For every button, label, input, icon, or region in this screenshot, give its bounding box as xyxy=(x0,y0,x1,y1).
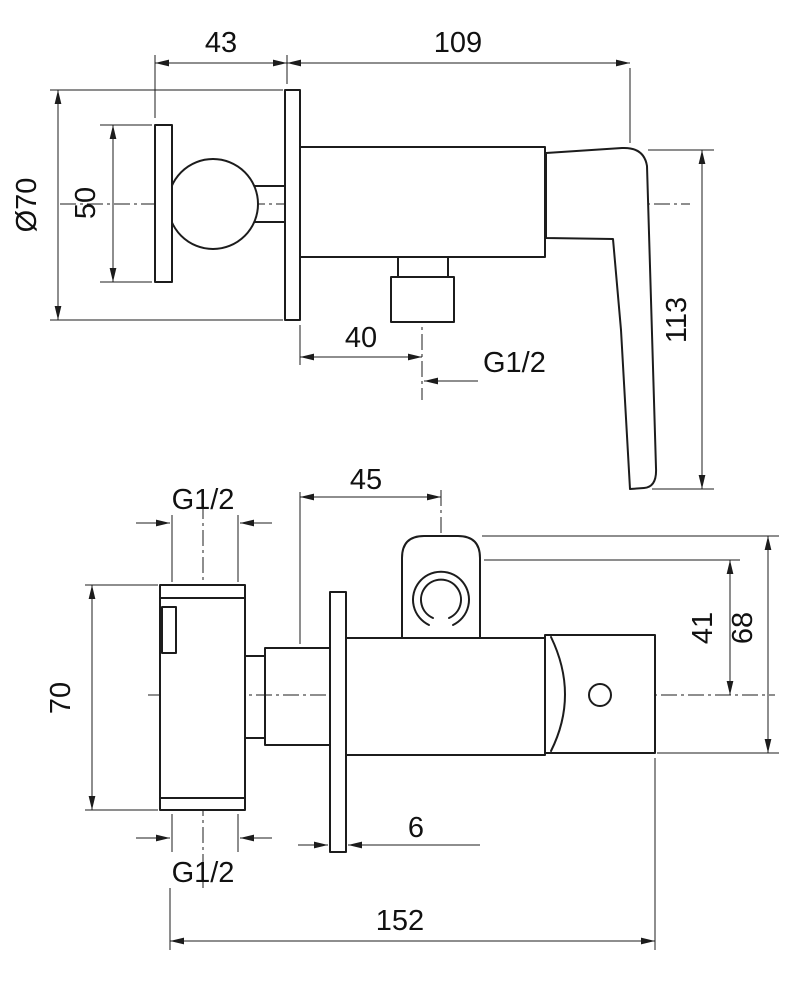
dim-label-6: 6 xyxy=(408,812,424,844)
dim-label-45: 45 xyxy=(350,464,382,496)
holder-hook-inner-arc xyxy=(420,578,462,619)
escutcheon-plate-top-view xyxy=(284,89,301,321)
holder-hook-outer-arc xyxy=(412,570,470,626)
shaft-step-small xyxy=(244,655,266,739)
inlet-body xyxy=(159,584,246,811)
outlet-port-hole xyxy=(588,683,612,707)
thread-label-inlet-bottom: G1/2 xyxy=(172,857,235,889)
dim-label-41: 41 xyxy=(687,612,719,644)
lever-handle xyxy=(545,146,658,490)
dim-label-50: 50 xyxy=(70,187,102,219)
dim-label-dia70: Ø70 xyxy=(11,178,43,233)
handshower-holder xyxy=(401,535,481,641)
dim-label-113: 113 xyxy=(661,297,693,343)
wall-flange xyxy=(154,124,173,283)
top-view: 43 109 Ø70 50 113 40 G1/2 xyxy=(11,27,714,490)
bottom-view: G1/2 70 45 41 68 6 G1/2 152 xyxy=(45,464,779,950)
inlet-body-detail xyxy=(161,606,177,654)
dim-label-70: 70 xyxy=(45,682,77,714)
mixer-body-top-view xyxy=(299,146,546,258)
mixer-body-side-view xyxy=(345,637,546,756)
thread-label-inlet-top: G1/2 xyxy=(172,484,235,516)
outlet-collar xyxy=(397,256,449,278)
dim-label-152: 152 xyxy=(376,905,424,937)
outlet-nut xyxy=(390,276,455,323)
dim-label-68: 68 xyxy=(727,612,759,644)
dim-label-40: 40 xyxy=(345,322,377,354)
dim-label-43: 43 xyxy=(205,27,237,59)
ball-joint xyxy=(167,158,259,250)
outlet-inner-arc xyxy=(550,636,566,752)
thread-label-outlet: G1/2 xyxy=(483,347,546,379)
shaft-step-large xyxy=(264,647,331,746)
escutcheon-plate-side-view xyxy=(329,591,347,853)
dim-label-109: 109 xyxy=(434,27,482,59)
